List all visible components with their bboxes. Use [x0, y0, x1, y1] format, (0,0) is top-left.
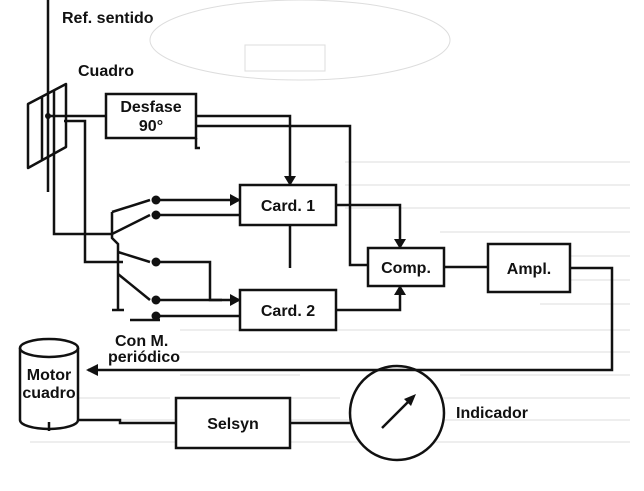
comp-block [366, 246, 446, 288]
arrow-into-card1-side [230, 194, 241, 206]
switch-contacts [151, 195, 161, 321]
selsyn-block [174, 396, 292, 450]
label-ref-sentido: Ref. sentido [62, 10, 154, 27]
indicador-meter [348, 364, 446, 462]
label-cuadro-motor: cuadro [22, 385, 76, 402]
arrowheads [86, 176, 406, 376]
label-selsyn: Selsyn [207, 416, 259, 433]
label-comp: Comp. [381, 260, 431, 277]
label-card2: Card. 2 [261, 303, 315, 320]
label-card1: Card. 1 [261, 198, 315, 215]
loop-antenna-cuadro [26, 82, 68, 170]
label-con-m: Con M. [115, 333, 168, 350]
arrow-into-card2 [230, 294, 241, 306]
label-motor: Motor [27, 367, 71, 384]
arrow-into-comp-top [394, 239, 406, 249]
arrow-into-comp-bottom [394, 285, 406, 295]
label-cuadro: Cuadro [78, 63, 134, 80]
label-ampl: Ampl. [507, 261, 551, 278]
label-periodico: periódico [108, 349, 180, 366]
arrow-into-card1 [284, 176, 296, 186]
desfase-90-block [104, 92, 198, 140]
label-desfase: Desfase [120, 99, 181, 116]
card2-block [238, 288, 338, 332]
card1-block [238, 183, 338, 227]
connection-wires [47, 114, 614, 431]
arrow-into-motor [86, 364, 98, 376]
label-90-deg: 90° [139, 118, 163, 135]
label-indicador: Indicador [456, 405, 528, 422]
